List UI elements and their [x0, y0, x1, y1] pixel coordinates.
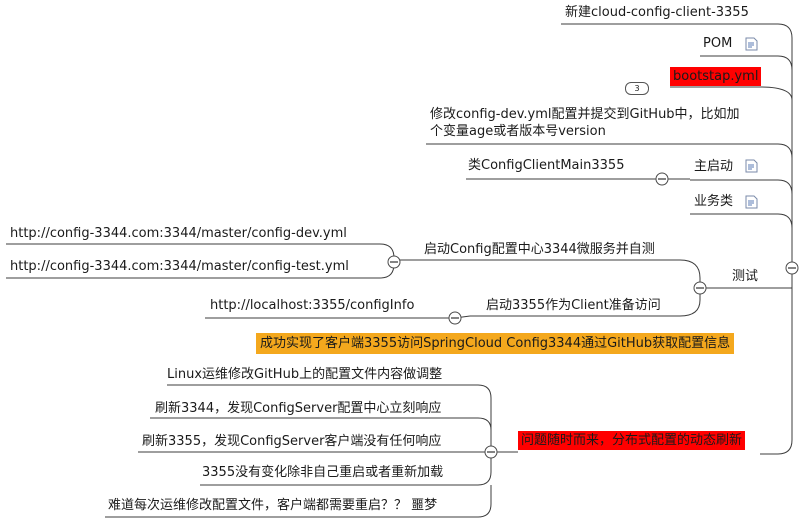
note-icon[interactable] [744, 37, 758, 51]
node-start-config-center[interactable]: 启动Config配置中心3344微服务并自测 [424, 242, 655, 257]
node-url-client[interactable]: http://localhost:3355/configInfo [210, 298, 415, 313]
node-problem-item-3[interactable]: 刷新3355，发现ConfigServer客户端没有任何响应 [142, 434, 442, 449]
node-problem-item-2[interactable]: 刷新3344，发现ConfigServer配置中心立刻响应 [155, 401, 442, 416]
node-problem-item-4[interactable]: 3355没有变化除非自己重启或者重新加载 [202, 465, 444, 480]
note-icon[interactable] [744, 159, 758, 173]
collapse-toggle-icon[interactable] [448, 311, 462, 325]
node-modify-config-line2[interactable]: 个变量age或者版本号version [430, 124, 606, 139]
collapse-toggle-icon[interactable] [484, 445, 498, 459]
node-problem-item-1[interactable]: Linux运维修改GitHub上的配置文件内容做调整 [167, 367, 443, 382]
node-test[interactable]: 测试 [732, 269, 759, 284]
node-start-client[interactable]: 启动3355作为Client准备访问 [486, 298, 661, 313]
node-url-test[interactable]: http://config-3344.com:3344/master/confi… [10, 259, 349, 274]
note-icon[interactable] [744, 195, 758, 209]
collapse-toggle-icon[interactable] [693, 281, 707, 295]
node-client-new[interactable]: 新建cloud-config-client-3355 [565, 5, 749, 20]
collapse-toggle-icon[interactable] [655, 172, 669, 186]
node-business[interactable]: 业务类 [694, 194, 734, 209]
node-bootstrap[interactable]: bootstap.yml [670, 67, 762, 86]
node-url-dev[interactable]: http://config-3344.com:3344/master/confi… [10, 226, 347, 241]
node-pom[interactable]: POM [703, 36, 733, 51]
collapse-toggle-icon[interactable] [785, 261, 799, 275]
child-count-badge[interactable]: 3 [625, 82, 649, 95]
node-main-start[interactable]: 主启动 [694, 159, 734, 174]
node-main-class[interactable]: 类ConfigClientMain3355 [468, 158, 625, 173]
node-problem[interactable]: 问题随时而来，分布式配置的动态刷新 [518, 431, 746, 450]
node-modify-config-line1[interactable]: 修改config-dev.yml配置并提交到GitHub中，比如加 [430, 107, 740, 122]
collapse-toggle-icon[interactable] [387, 255, 401, 269]
node-problem-item-5[interactable]: 难道每次运维修改配置文件，客户端都需要重启？？ 噩梦 [108, 498, 438, 513]
node-success[interactable]: 成功实现了客户端3355访问SpringCloud Config3344通过Gi… [256, 333, 735, 354]
